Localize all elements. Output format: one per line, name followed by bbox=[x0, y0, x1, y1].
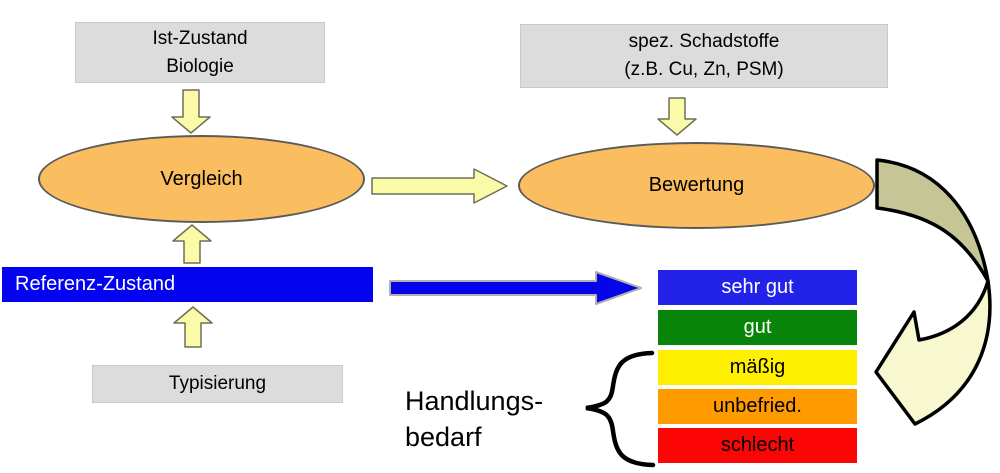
scale-label: sehr gut bbox=[721, 276, 794, 298]
scale-label: schlecht bbox=[720, 434, 795, 456]
referenz-zustand-label: Referenz-Zustand bbox=[15, 273, 176, 295]
box-schad-line2: (z.B. Cu, Zn, PSM) bbox=[624, 59, 784, 80]
curved-arrow-head bbox=[874, 279, 992, 426]
curved-arrow-upper bbox=[875, 158, 990, 283]
down-arrow-icon bbox=[657, 97, 697, 136]
box-ist-line1: Ist-Zustand bbox=[152, 27, 248, 49]
right-arrow-icon bbox=[371, 168, 508, 204]
scale-label: mäßig bbox=[729, 356, 786, 378]
scale-bar-schlecht: schlecht bbox=[658, 428, 857, 463]
ellipse-vergleich: Vergleich bbox=[38, 135, 365, 223]
scale-label: gut bbox=[743, 316, 772, 338]
handlungsbedarf-line2: bedarf bbox=[405, 422, 482, 453]
handlungsbedarf-label: Handlungs- bedarf bbox=[405, 383, 543, 456]
ellipse-bewertung-label: Bewertung bbox=[648, 174, 745, 196]
up-arrow-icon bbox=[173, 306, 213, 348]
scale-bar-maessig: mäßig bbox=[658, 350, 857, 385]
ellipse-vergleich-label: Vergleich bbox=[160, 167, 243, 190]
brace-icon bbox=[585, 350, 656, 468]
scale-bar-gut: gut bbox=[658, 310, 857, 345]
ellipse-bewertung: Bewertung bbox=[518, 142, 875, 229]
up-arrow-icon bbox=[172, 224, 212, 264]
box-typisierung: Typisierung bbox=[92, 365, 343, 403]
box-typ-label: Typisierung bbox=[168, 373, 267, 395]
box-ist-zustand-biologie: Ist-Zustand Biologie bbox=[75, 22, 325, 83]
referenz-zustand-bar: Referenz-Zustand bbox=[2, 267, 373, 302]
scale-bar-sehr-gut: sehr gut bbox=[658, 270, 857, 305]
scale-label: unbefried. bbox=[713, 395, 802, 417]
scale-bar-unbefried: unbefried. bbox=[658, 389, 857, 424]
box-schad-line1: spez. Schadstoffe bbox=[628, 31, 780, 53]
box-ist-line2: Biologie bbox=[166, 55, 234, 77]
box-spez-schadstoffe: spez. Schadstoffe (z.B. Cu, Zn, PSM) bbox=[520, 24, 888, 88]
blue-right-arrow-icon bbox=[389, 271, 642, 305]
handlungsbedarf-line1: Handlungs- bbox=[405, 386, 544, 416]
down-arrow-icon bbox=[171, 89, 211, 134]
